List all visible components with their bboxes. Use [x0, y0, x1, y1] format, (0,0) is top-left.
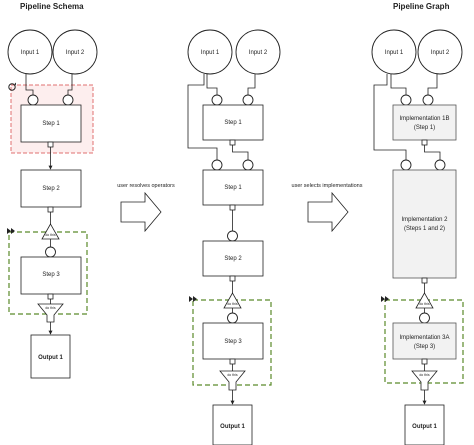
resolved-wire-in1 — [206, 74, 218, 95]
schema-step3-in-port — [45, 246, 56, 258]
resolved-step2-box — [202, 240, 264, 277]
refresh-icon — [8, 82, 16, 91]
graph-impl2-box — [392, 169, 457, 279]
graph-input-2-node — [417, 29, 463, 75]
schema-funnel-operator — [37, 303, 64, 323]
resolved-step2-label: Step 2 — [224, 256, 242, 262]
graph-output-box — [404, 404, 445, 445]
resolved-step3-label: Step 3 — [224, 339, 242, 345]
graph-impl2-in-port-a — [400, 159, 412, 171]
schema-step1-label: Step 1 — [42, 121, 60, 127]
graph-input-2-label: Input 2 — [431, 50, 450, 56]
resolved-input-1-label: Input 1 — [201, 50, 220, 56]
resolved-step1b-in-port-b — [242, 159, 254, 171]
resolved-output-box — [212, 404, 253, 445]
resolved-step2-out-port — [229, 275, 236, 282]
resolved-wire-in2 — [247, 74, 256, 95]
schema-step2-label: Step 2 — [42, 186, 60, 192]
schema-step3-label: Step 3 — [42, 272, 60, 278]
resolved-input-2-node — [235, 29, 281, 75]
graph-impl2-out-port — [421, 277, 428, 284]
transition-select-label: user selects implementations — [292, 183, 363, 189]
transition-resolve-label: user resolves operators — [117, 183, 175, 189]
resolved-step2-in-port — [227, 230, 238, 242]
fast-forward-icon — [7, 228, 15, 234]
graph-wire-bypass — [373, 74, 407, 160]
schema-step2-box — [20, 169, 82, 208]
graph-funnel-label: do this — [419, 373, 430, 377]
schema-input-1-node — [7, 29, 53, 75]
schema-input-2-node — [52, 29, 98, 75]
graph-impl1b-label-line2: (Step 1) — [414, 125, 435, 131]
resolved-output-label: Output 1 — [220, 424, 245, 430]
graph-title: Pipeline Graph — [393, 2, 450, 11]
schema-step1-in-port-b — [62, 94, 74, 106]
graph-wire-in2 — [427, 74, 438, 95]
resolved-if-operator-label: do this — [227, 302, 238, 306]
graph-impl1b-label-line1: Implementation 1B — [399, 116, 449, 122]
schema-output-box — [30, 334, 71, 379]
graph-impl2-in-port-b — [434, 159, 446, 171]
fast-forward-icon — [381, 296, 389, 302]
resolved-step1b-box — [202, 169, 264, 206]
resolved-wire-bypass — [187, 74, 218, 160]
schema-step1-in-port-a — [27, 94, 39, 106]
graph-column: Input 1 Input 2 Implementation 1B (Step … — [371, 29, 464, 445]
resolved-step1-label: Step 1 — [224, 120, 242, 126]
schema-if-operator-label: do this — [45, 233, 56, 237]
resolved-step3-in-port — [227, 312, 238, 324]
schema-input-2-label: Input 2 — [66, 50, 85, 56]
resolved-step1b-out-port — [229, 204, 236, 211]
schema-funnel-label: do this — [45, 306, 56, 310]
graph-impl2-label-line2: (Steps 1 and 2) — [404, 226, 445, 232]
schema-title: Pipeline Schema — [20, 2, 84, 11]
graph-funnel-operator — [411, 370, 438, 391]
resolved-column: Input 1 Input 2 Step 1 Step 1 Step 2 — [187, 29, 281, 445]
schema-wire-in2 — [67, 74, 73, 95]
graph-if-operator-label: do this — [419, 302, 430, 306]
resolved-step1-in-port-a — [211, 94, 223, 106]
graph-impl1b-in-port-b — [422, 94, 434, 106]
resolved-input-2-label: Input 2 — [249, 50, 268, 56]
graph-impl3a-out-port — [421, 358, 428, 365]
graph-output-label: Output 1 — [412, 424, 437, 430]
graph-input-1-label: Input 1 — [385, 50, 404, 56]
graph-wire-in1 — [390, 74, 407, 95]
resolved-step1-in-port-b — [242, 94, 254, 106]
resolved-step3-out-port — [229, 358, 236, 365]
schema-step1-out-port — [47, 141, 54, 148]
schema-input-1-label: Input 1 — [21, 50, 40, 56]
fast-forward-icon — [189, 296, 197, 302]
transition-select-arrow — [307, 191, 349, 233]
resolved-funnel-label: do this — [227, 373, 238, 377]
graph-input-1-node — [371, 29, 417, 75]
graph-impl1b-in-port-a — [400, 94, 412, 106]
schema-step2-out-port — [47, 206, 54, 213]
schema-output-label: Output 1 — [38, 355, 63, 361]
graph-impl1b-box — [392, 104, 457, 141]
resolved-step1b-label: Step 1 — [224, 185, 242, 191]
schema-step3-box — [20, 256, 82, 295]
graph-impl2-label-line1: Implementation 2 — [401, 217, 448, 223]
schema-column: Input 1 Input 2 Step 1 Step 2 do this — [7, 29, 98, 379]
resolved-step1-box — [202, 104, 264, 141]
graph-impl3a-box — [392, 322, 457, 360]
resolved-step1-out-port — [229, 139, 236, 146]
graph-wire-impl1b-impl2 — [424, 145, 441, 160]
resolved-step3-box — [202, 322, 264, 360]
schema-step1-box — [20, 104, 82, 143]
resolved-funnel-operator — [219, 370, 246, 391]
graph-impl3a-label-line2: (Step 3) — [414, 344, 435, 350]
schema-wire-in1 — [25, 74, 34, 95]
graph-impl3a-label-line1: Implementation 3A — [399, 335, 449, 341]
graph-impl3a-in-port — [419, 312, 430, 324]
resolved-step1b-in-port-a — [211, 159, 223, 171]
resolved-input-1-node — [187, 29, 233, 75]
resolved-wire-s1-s1b — [232, 145, 249, 160]
graph-impl1b-out-port — [421, 139, 428, 146]
transition-resolve-arrow — [120, 191, 162, 233]
schema-step3-out-port — [47, 293, 54, 300]
